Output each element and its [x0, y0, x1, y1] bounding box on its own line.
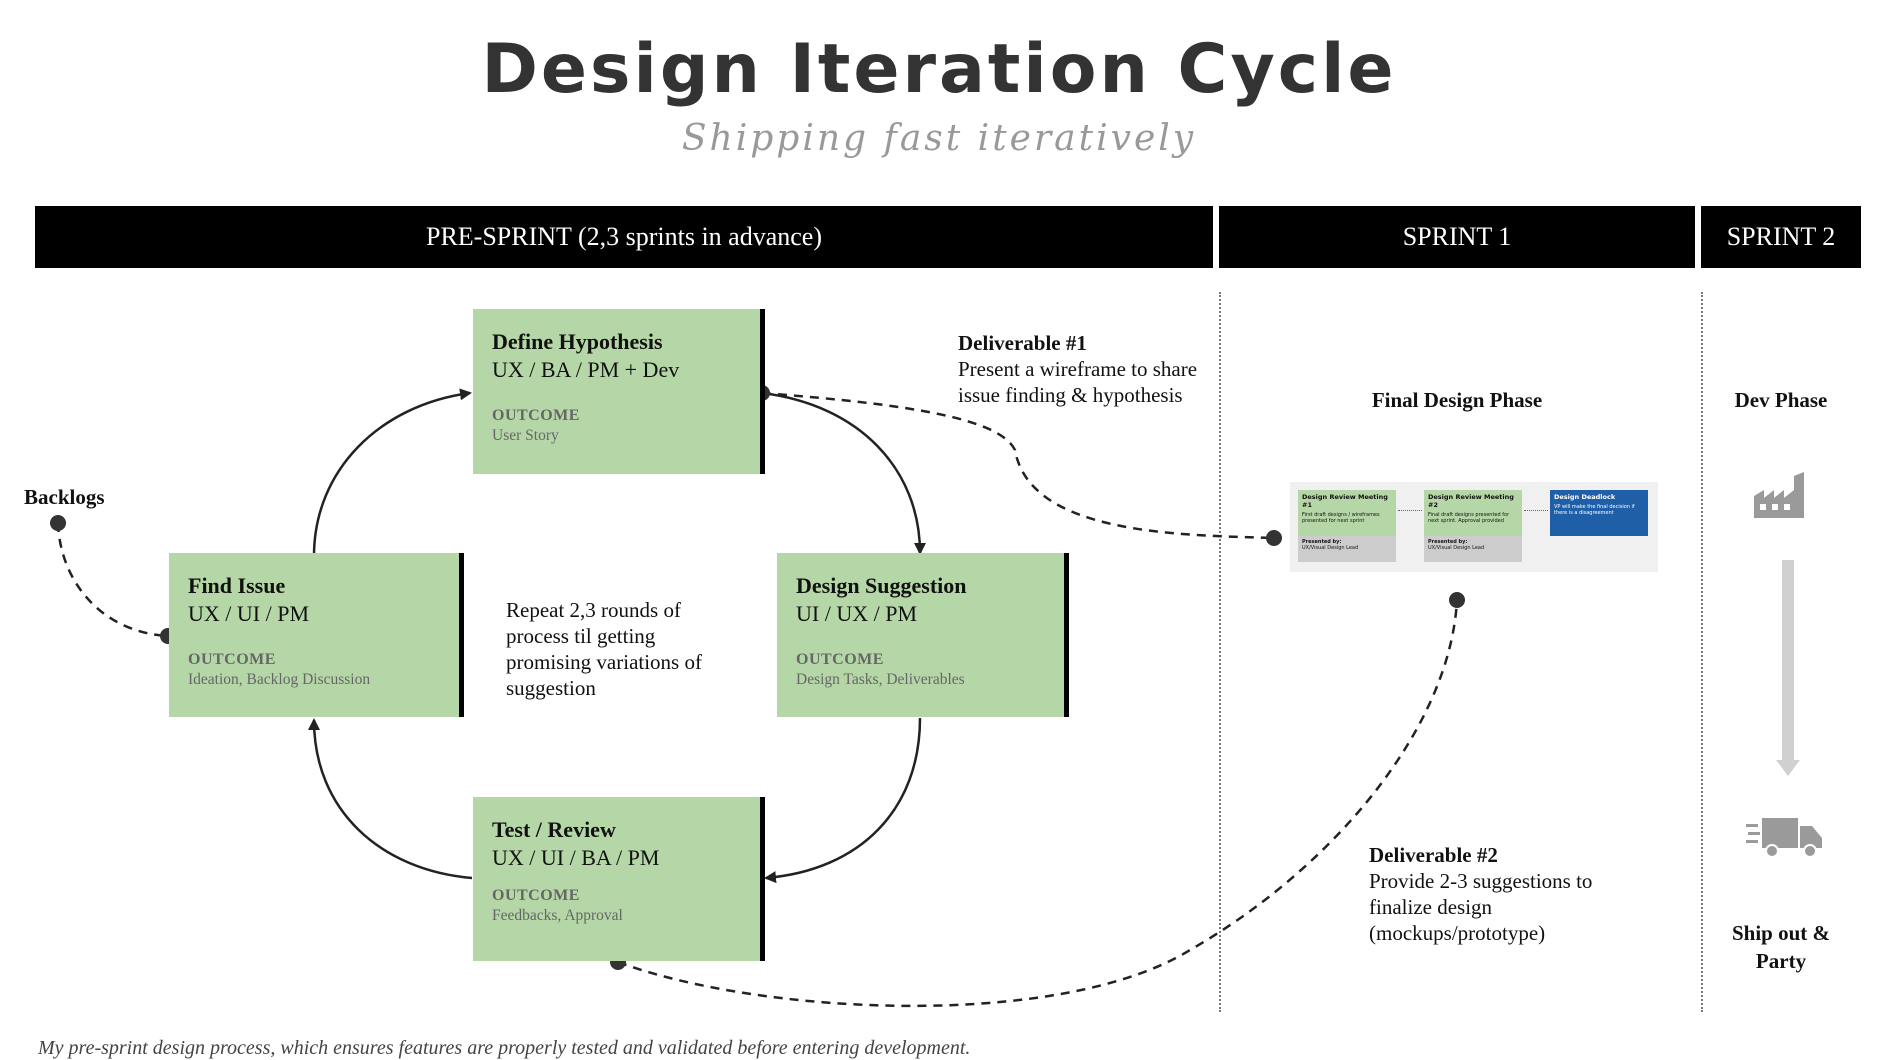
deliverable2-end-dot	[1449, 592, 1465, 608]
ship-out-line: Ship out &	[1731, 921, 1831, 945]
backlogs-label: Backlogs	[24, 485, 105, 509]
design-suggestion-roles: UI / UX / PM	[796, 601, 918, 626]
phase-bar-sprint1: SPRINT 1	[1219, 206, 1695, 268]
test-review-roles: UX / UI / BA / PM	[492, 845, 660, 870]
delivery-truck-icon	[1746, 818, 1822, 858]
dev-phase-label: Dev Phase	[1734, 388, 1828, 412]
page-subtitle: Shipping fast iteratively	[681, 118, 1197, 159]
test-review-outcome-label: OUTCOME	[492, 887, 580, 904]
deliverable1-note: Deliverable #1 Present a wireframe to sh…	[958, 331, 1197, 408]
define-hypothesis-box: Define Hypothesis UX / BA / PM + Dev OUT…	[473, 309, 765, 474]
deliverable2-line: finalize design	[1369, 895, 1493, 919]
find-issue-roles: UX / UI / PM	[188, 601, 310, 626]
review-meeting-2-title: Design Review Meeting #2	[1428, 493, 1514, 509]
review-meeting-1-footer: Presented by: UX/Visual Design Lead	[1298, 536, 1396, 562]
review-meeting-1-body: First draft designs / wireframes present…	[1302, 512, 1380, 524]
define-hypothesis-outcome-label: OUTCOME	[492, 407, 580, 424]
repeat-note-line: process til getting	[506, 624, 656, 648]
test-review-box: Test / Review UX / UI / BA / PM OUTCOME …	[473, 797, 765, 961]
review-meeting-2-card: Design Review Meeting #2 Final draft des…	[1424, 490, 1522, 536]
deliverable2-note: Deliverable #2 Provide 2-3 suggestions t…	[1369, 843, 1592, 946]
design-suggestion-outcome: Design Tasks, Deliverables	[796, 671, 965, 688]
repeat-note: Repeat 2,3 rounds of process til getting…	[506, 597, 702, 701]
review-meeting-2-footer: Presented by: UX/Visual Design Lead	[1424, 536, 1522, 562]
deliverable1-line: issue finding & hypothesis	[958, 383, 1183, 407]
design-deadlock-card: Design Deadlock VP will make the final d…	[1550, 490, 1648, 536]
cycle-arrow-suggest-to-test	[764, 717, 922, 884]
page-title: Design Iteration Cycle	[481, 30, 1397, 109]
review-meeting-2-presenter: UX/Visual Design Lead	[1428, 545, 1485, 551]
test-review-outcome: Feedbacks, Approval	[492, 907, 623, 924]
deliverable2-line: Provide 2-3 suggestions to	[1369, 869, 1593, 893]
backlogs-dot	[50, 515, 66, 531]
footer-caption: My pre-sprint design process, which ensu…	[38, 1037, 971, 1059]
ship-out-line: Party	[1755, 949, 1807, 973]
review-meeting-2-body: Final draft designs presented for next s…	[1428, 512, 1510, 524]
repeat-note-line: suggestion	[506, 676, 596, 700]
design-suggestion-outcome-label: OUTCOME	[796, 651, 884, 668]
phase-divider-1	[1219, 292, 1221, 1012]
deliverable2-line: (mockups/prototype)	[1369, 921, 1546, 945]
review-meeting-1-presented-label: Presented by:	[1302, 539, 1342, 545]
backlogs-connector	[56, 522, 169, 638]
deliverable1-title: Deliverable #1	[958, 331, 1087, 355]
review-meeting-2-presented-label: Presented by:	[1428, 539, 1468, 545]
deliverable1-connector	[761, 391, 1275, 540]
design-suggestion-title: Design Suggestion	[796, 573, 967, 598]
define-hypothesis-title: Define Hypothesis	[492, 329, 663, 354]
find-issue-outcome-label: OUTCOME	[188, 651, 276, 668]
cycle-arrow-test-to-find	[308, 718, 473, 880]
final-design-phase-label: Final Design Phase	[1371, 388, 1543, 412]
cycle-arrow-find-to-define	[312, 388, 472, 557]
thumb-arrow-1	[1398, 510, 1422, 511]
phase-bar-presprint: PRE-SPRINT (2,3 sprints in advance)	[35, 206, 1213, 268]
find-issue-box: Find Issue UX / UI / PM OUTCOME Ideation…	[169, 553, 464, 717]
design-suggestion-box: Design Suggestion UI / UX / PM OUTCOME D…	[777, 553, 1069, 717]
review-meeting-1-presenter: UX/Visual Design Lead	[1302, 545, 1359, 551]
phase-bar-sprint2: SPRINT 2	[1701, 206, 1861, 268]
design-review-thumbnail: Design Review Meeting #1 First draft des…	[1290, 482, 1658, 572]
down-arrow-icon	[1776, 560, 1800, 776]
review-meeting-1-title: Design Review Meeting #1	[1302, 493, 1388, 509]
design-deadlock-body: VP will make the final decision if there…	[1554, 504, 1635, 516]
deliverable2-connector	[617, 599, 1459, 1008]
thumb-arrow-2	[1524, 510, 1548, 511]
design-deadlock-title: Design Deadlock	[1554, 493, 1616, 501]
find-issue-outcome: Ideation, Backlog Discussion	[188, 671, 371, 688]
factory-icon	[1754, 472, 1804, 518]
deliverable2-title: Deliverable #2	[1369, 843, 1498, 867]
ship-out-label: Ship out & Party	[1701, 919, 1861, 975]
review-meeting-1-card: Design Review Meeting #1 First draft des…	[1298, 490, 1396, 536]
deliverable1-line: Present a wireframe to share	[958, 357, 1198, 381]
test-review-title: Test / Review	[492, 817, 616, 842]
define-hypothesis-outcome: User Story	[492, 427, 559, 444]
cycle-arrow-define-to-suggest	[761, 391, 926, 555]
repeat-note-line: promising variations of	[506, 650, 702, 674]
find-issue-title: Find Issue	[188, 573, 286, 598]
deliverable1-end-dot	[1266, 530, 1282, 546]
define-hypothesis-roles: UX / BA / PM + Dev	[492, 357, 680, 382]
phase-divider-2	[1701, 292, 1703, 1012]
repeat-note-line: Repeat 2,3 rounds of	[506, 598, 681, 622]
